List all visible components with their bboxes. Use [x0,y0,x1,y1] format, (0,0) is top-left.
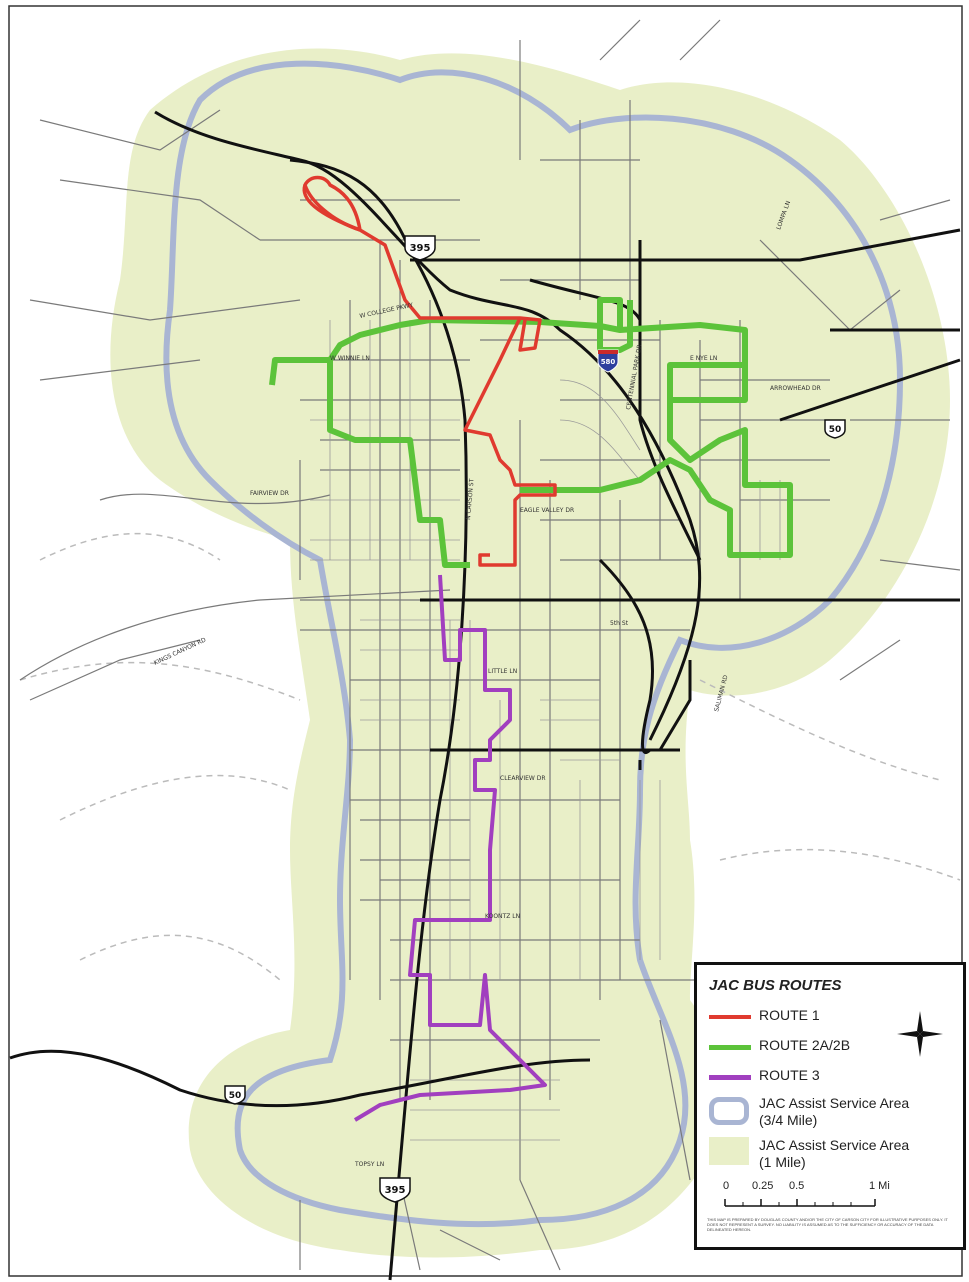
route-1-loop [302,184,361,232]
scale-025: 0.25 [752,1180,774,1192]
us-395-label-bottom: 395 [385,1185,406,1196]
us-50-shield-west: 50 [224,1085,246,1105]
label-carson: N CARSON ST [465,478,476,520]
label-little: LITTLE LN [488,668,517,675]
scale-bar [724,1199,876,1207]
i-580-label: 580 [601,358,616,366]
label-eagle: EAGLE VALLEY DR [520,507,574,514]
label-nye: E NYE LN [690,355,717,362]
route-1-swatch [709,1015,751,1019]
i-580-shield: 580 [597,349,619,373]
service-area-1-label-line2: (1 Mile) [759,1154,806,1170]
legend-title: JAC BUS ROUTES [709,977,842,994]
us-50-label-east: 50 [829,425,842,435]
route-3-label: ROUTE 3 [759,1067,820,1083]
service-area-1-swatch [709,1137,749,1165]
scale-0: 0 [723,1180,730,1192]
label-fifth: 5th St [610,620,629,627]
highways [9,110,961,1281]
route-1-label: ROUTE 1 [759,1007,820,1023]
route-3-swatch [709,1075,751,1080]
label-clearview: CLEARVIEW DR [500,775,546,782]
scale-1: 1 Mi [869,1180,890,1192]
label-fairview: FAIRVIEW DR [250,490,289,497]
service-area-3-4-label-line1: JAC Assist Service Area [759,1095,910,1111]
service-area-3-4-swatch [709,1097,749,1125]
label-topsy: TOPSY LN [354,1161,384,1168]
service-area-3-4-label-line2: (3/4 Mile) [759,1112,818,1128]
map-disclaimer: THIS MAP IS PREPARED BY DOUGLAS COUNTY A… [707,1217,948,1232]
route-2-path [269,297,793,568]
us-395-shield-top: 395 [404,235,436,261]
map-legend: JAC BUS ROUTES ROUTE 1 ROUTE 2A/2B ROUTE… [694,962,966,1250]
us-50-shield-east: 50 [824,419,846,439]
us-395-shield-bottom: 395 [379,1177,411,1203]
road-network [19,19,961,1271]
route-2-label: ROUTE 2A/2B [759,1037,851,1053]
route-3-path [353,574,547,1122]
label-winnie: W WINNIE LN [330,355,370,362]
service-area-1-label-line1: JAC Assist Service Area [759,1137,910,1153]
north-arrow-icon [897,1011,943,1057]
route-1-path [303,175,557,567]
label-arrowhead: ARROWHEAD DR [770,385,821,392]
service-area-3-4mile [163,60,904,1228]
us-395-label-top: 395 [410,243,431,254]
route-2-swatch [709,1045,751,1050]
scale-05: 0.5 [789,1180,805,1192]
label-koontz: KOONTZ LN [485,913,520,920]
us-50-label-west: 50 [229,1091,242,1101]
